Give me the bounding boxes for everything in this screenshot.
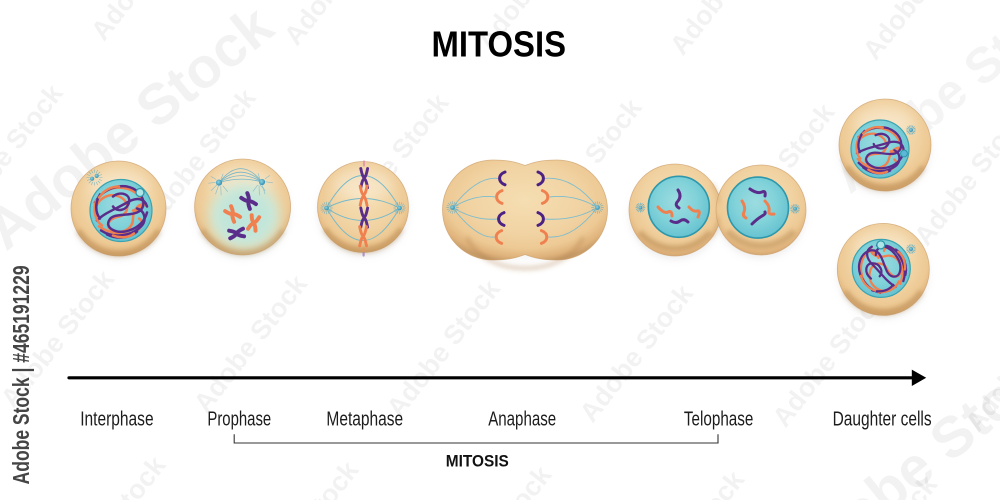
svg-text:Adobe Stock | #465191229: Adobe Stock | #465191229 — [8, 265, 34, 484]
svg-text:Daughter cells: Daughter cells — [833, 408, 932, 430]
svg-text:Prophase: Prophase — [207, 408, 271, 430]
svg-text:Metaphase: Metaphase — [326, 408, 403, 430]
svg-text:Anaphase: Anaphase — [488, 408, 556, 430]
svg-text:MITOSIS: MITOSIS — [432, 24, 567, 65]
svg-text:Interphase: Interphase — [80, 408, 153, 430]
svg-text:MITOSIS: MITOSIS — [446, 452, 509, 471]
svg-text:Telophase: Telophase — [684, 408, 754, 430]
